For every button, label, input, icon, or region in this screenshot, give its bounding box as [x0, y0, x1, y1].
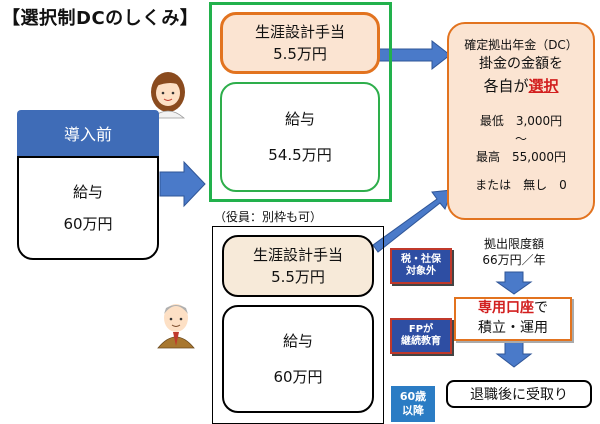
employee-salary-box: 給与 54.5万円: [220, 82, 380, 192]
account-highlight: 専用口座: [478, 300, 534, 317]
dc-line3-highlight: 選択: [528, 77, 559, 95]
dc-min: 最低 3,000円: [479, 113, 563, 128]
officer-lifetime-label: 生涯設計手当: [252, 245, 343, 264]
employee-lifetime-box: 生涯設計手当 5.5万円: [220, 12, 380, 74]
employee-frame: [209, 2, 392, 202]
dc-line2: 掛金の金額を: [479, 56, 563, 72]
officer-salary-label: 給与: [282, 331, 313, 350]
account-line1: 専用口座で: [478, 299, 548, 319]
female-employee-icon: [150, 72, 186, 119]
dc-line1: 確定拠出年金（DC）: [464, 38, 578, 52]
before-label: 導入前: [17, 110, 159, 156]
age-60-tag: 60歳 以降: [391, 386, 435, 422]
page-title: 【選択制DCのしくみ】: [2, 8, 199, 29]
dc-line3: 各自が選択: [483, 75, 558, 98]
receive-after-retirement: 退職後に受取り: [446, 380, 592, 408]
male-officer-icon: [157, 304, 195, 349]
before-salary-label: 給与: [72, 182, 103, 201]
arrow-down-2: [495, 341, 533, 368]
contribution-limit-line2: 66万円／年: [482, 253, 546, 268]
officer-salary-box: 給与 60万円: [222, 305, 374, 413]
account-suffix: で: [534, 300, 548, 317]
contribution-limit-line1: 拠出限度額: [483, 237, 544, 251]
tax-exempt-tag: 税・社保 対象外: [390, 248, 452, 284]
dc-tilde: ～: [514, 131, 527, 146]
employee-lifetime-label: 生涯設計手当: [254, 22, 345, 41]
officer-lifetime-amount: 5.5万円: [271, 268, 325, 286]
employee-lifetime-amount: 5.5万円: [273, 45, 327, 63]
fp-education-tag: FPが 継続教育: [390, 318, 452, 354]
before-salary-amount: 60万円: [63, 215, 113, 233]
before-salary-box: 給与 60万円: [17, 156, 159, 260]
dc-box: 確定拠出年金（DC） 掛金の金額を 各自が選択 最低 3,000円 ～ 最高 5…: [447, 22, 595, 220]
dc-line3-prefix: 各自が: [483, 77, 529, 95]
account-line2: 積立・運用: [478, 320, 548, 336]
dc-max: 最高 55,000円: [476, 149, 566, 164]
employee-salary-label: 給与: [284, 109, 315, 128]
officer-lifetime-box: 生涯設計手当 5.5万円: [222, 235, 374, 297]
arrow-down-1: [495, 271, 533, 295]
officer-salary-amount: 60万円: [273, 368, 323, 386]
dedicated-account-box: 専用口座で 積立・運用: [454, 297, 572, 341]
employee-salary-amount: 54.5万円: [268, 146, 332, 164]
dc-or-none: または 無し 0: [475, 177, 567, 192]
arrow-before-to-employee: [159, 160, 206, 208]
contribution-limit: 拠出限度額 66万円／年: [464, 236, 564, 268]
officer-note: （役員：別枠も可）: [214, 210, 323, 224]
